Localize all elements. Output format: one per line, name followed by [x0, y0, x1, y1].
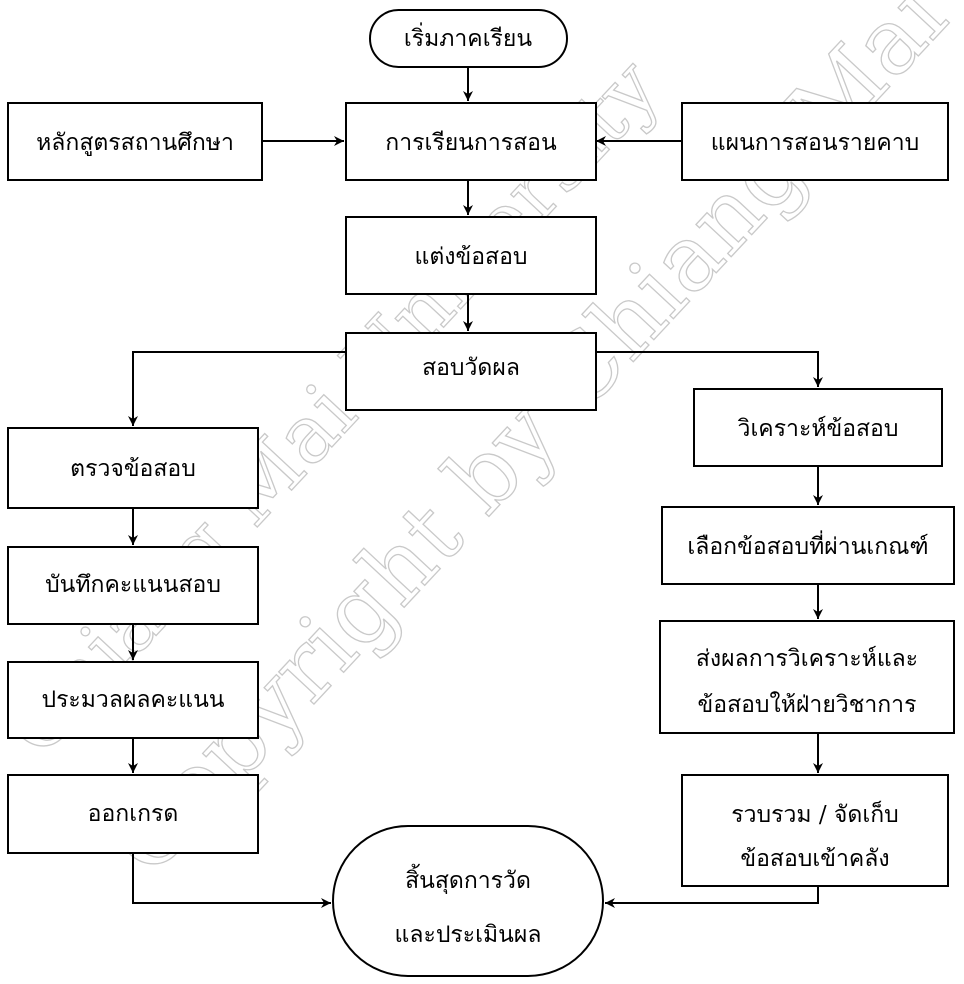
node-teaching: การเรียนการสอน	[345, 102, 597, 181]
process-box	[659, 620, 955, 734]
node-end: สิ้นสุดการวัด และประเมินผล	[332, 825, 604, 977]
node-grade-items-label: ตรวจข้อสอบ	[70, 456, 196, 482]
node-grade-items: ตรวจข้อสอบ	[7, 427, 259, 509]
node-analyze-items: วิเคราะห์ข้อสอบ	[693, 388, 943, 467]
process-box	[661, 506, 955, 585]
node-test-label: สอบวัดผล	[422, 355, 520, 381]
node-record-scores: บันทึกคะแนนสอบ	[7, 546, 259, 625]
node-send-results: ส่งผลการวิเคราะห์และ ข้อสอบให้ฝ่ายวิชากา…	[659, 620, 955, 734]
node-write-items: แต่งข้อสอบ	[345, 216, 597, 295]
process-box	[7, 427, 259, 509]
edge-test-to-analyze	[596, 351, 823, 387]
node-process-scores-label: ประมวลผลคะแนน	[41, 687, 224, 713]
process-box	[7, 546, 259, 625]
terminator-shape	[332, 825, 604, 977]
process-box	[681, 102, 949, 181]
node-write-items-label: แต่งข้อสอบ	[415, 244, 528, 270]
node-record-scores-label: บันทึกคะแนนสอบ	[45, 572, 221, 598]
node-start-label: เริ่มภาคเรียน	[404, 22, 533, 52]
process-box	[7, 102, 263, 181]
node-lesson-plan: แผนการสอนรายคาบ	[681, 102, 949, 181]
node-curriculum-label: หลักสูตรสถานศึกษา	[36, 130, 234, 156]
node-end-label-1: สิ้นสุดการวัด	[405, 864, 531, 894]
node-process-scores: ประมวลผลคะแนน	[7, 661, 259, 739]
process-box	[7, 661, 259, 739]
node-send-results-label-2: ข้อสอบให้ฝ่ายวิชาการ	[698, 691, 917, 718]
process-box	[681, 774, 949, 887]
node-select-items: เลือกข้อสอบที่ผ่านเกณฑ์	[661, 506, 955, 585]
node-analyze-items-label: วิเคราะห์ข้อสอบ	[737, 415, 898, 442]
edge-issue-to-end	[132, 853, 331, 908]
node-curriculum: หลักสูตรสถานศึกษา	[7, 102, 263, 181]
process-box	[345, 332, 597, 411]
node-start: เริ่มภาคเรียน	[369, 9, 568, 68]
node-select-items-label: เลือกข้อสอบที่ผ่านเกณฑ์	[687, 530, 928, 560]
terminator-shape	[369, 9, 568, 68]
process-box	[345, 216, 597, 295]
edge-store-to-end	[605, 886, 819, 908]
node-send-results-label-1: ส่งผลการวิเคราะห์และ	[696, 645, 918, 672]
node-issue-grades-label: ออกเกรด	[88, 801, 179, 827]
process-box	[693, 388, 943, 467]
node-store-items: รวบรวม / จัดเก็บ ข้อสอบเข้าคลัง	[681, 774, 949, 887]
node-end-label-2: และประเมินผล	[395, 922, 542, 948]
node-store-items-label-1: รวบรวม / จัดเก็บ	[731, 799, 898, 828]
edge-test-to-grade	[128, 351, 346, 426]
node-lesson-plan-label: แผนการสอนรายคาบ	[711, 130, 919, 156]
node-test: สอบวัดผล	[345, 332, 597, 411]
node-teaching-label: การเรียนการสอน	[385, 130, 557, 156]
process-box	[345, 102, 597, 181]
connectors	[128, 67, 823, 908]
process-box	[7, 774, 259, 854]
node-store-items-label-2: ข้อสอบเข้าคลัง	[740, 846, 889, 872]
node-issue-grades: ออกเกรด	[7, 774, 259, 854]
